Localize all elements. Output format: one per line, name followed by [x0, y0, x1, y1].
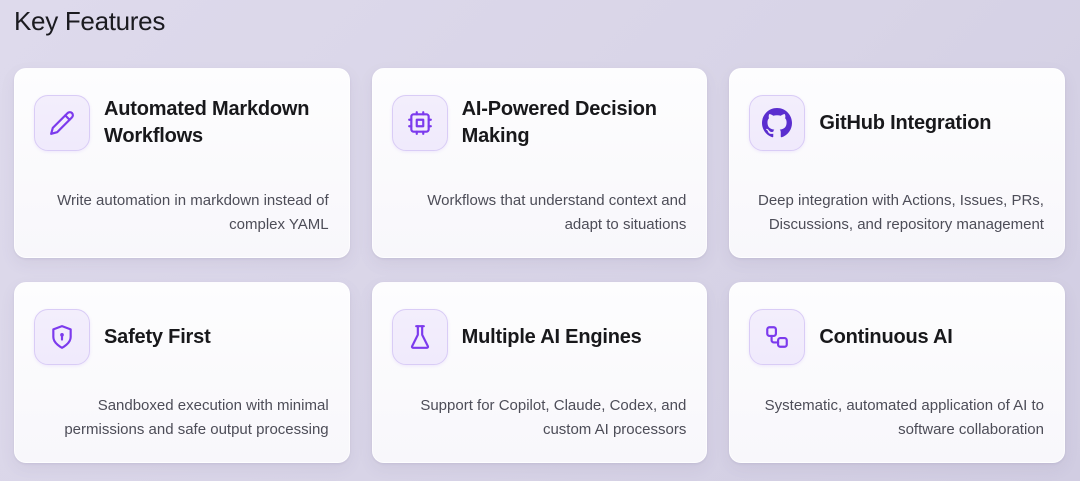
feature-card-header: Multiple AI Engines [391, 309, 687, 365]
feature-icon-tile [391, 95, 448, 151]
feature-card-header: AI-Powered Decision Making [391, 95, 687, 151]
feature-card: Continuous AI Systematic, automated appl… [729, 282, 1065, 463]
feature-card-header: GitHub Integration [749, 95, 1044, 151]
feature-icon-tile [749, 309, 806, 365]
feature-card: Safety First Sandboxed execution with mi… [14, 282, 350, 463]
feature-icon-tile [391, 309, 448, 365]
feature-card: Automated Markdown Workflows Write autom… [14, 68, 350, 258]
flask-icon [410, 325, 429, 349]
feature-icon-tile [34, 95, 90, 151]
feature-icon-tile [34, 309, 90, 365]
feature-description: Support for Copilot, Claude, Codex, and … [420, 397, 687, 438]
feature-description: Workflows that understand context and ad… [427, 192, 687, 233]
page-title: Key Features [14, 6, 166, 36]
feature-card-header: Automated Markdown Workflows [34, 95, 329, 151]
github-icon [762, 108, 793, 138]
feature-description: Write automation in markdown instead of … [57, 192, 329, 233]
feature-title: Continuous AI [819, 325, 953, 348]
cpu-chip-icon [407, 111, 432, 135]
pencil-icon [50, 111, 74, 135]
feature-title: AI-Powered Decision Making [461, 98, 657, 147]
feature-card-header: Continuous AI [749, 309, 1044, 365]
feature-description: Sandboxed execution with minimal permiss… [64, 397, 329, 438]
feature-card: AI-Powered Decision Making Workflows tha… [371, 68, 708, 258]
feature-title: Safety First [104, 325, 211, 348]
feature-card-header: Safety First [34, 309, 329, 365]
feature-card: Multiple AI Engines Support for Copilot,… [371, 282, 708, 463]
feature-title: Multiple AI Engines [461, 325, 642, 348]
workflow-nodes-icon [766, 326, 789, 348]
feature-title: Automated Markdown Workflows [104, 98, 310, 147]
shield-lock-icon [52, 325, 72, 349]
feature-description: Deep integration with Actions, Issues, P… [758, 192, 1044, 233]
feature-description: Systematic, automated application of AI … [764, 397, 1044, 438]
feature-card: GitHub Integration Deep integration with… [729, 68, 1065, 258]
feature-title: GitHub Integration [819, 111, 992, 134]
features-grid: Automated Markdown Workflows Write autom… [14, 68, 1065, 463]
feature-icon-tile [749, 95, 806, 151]
